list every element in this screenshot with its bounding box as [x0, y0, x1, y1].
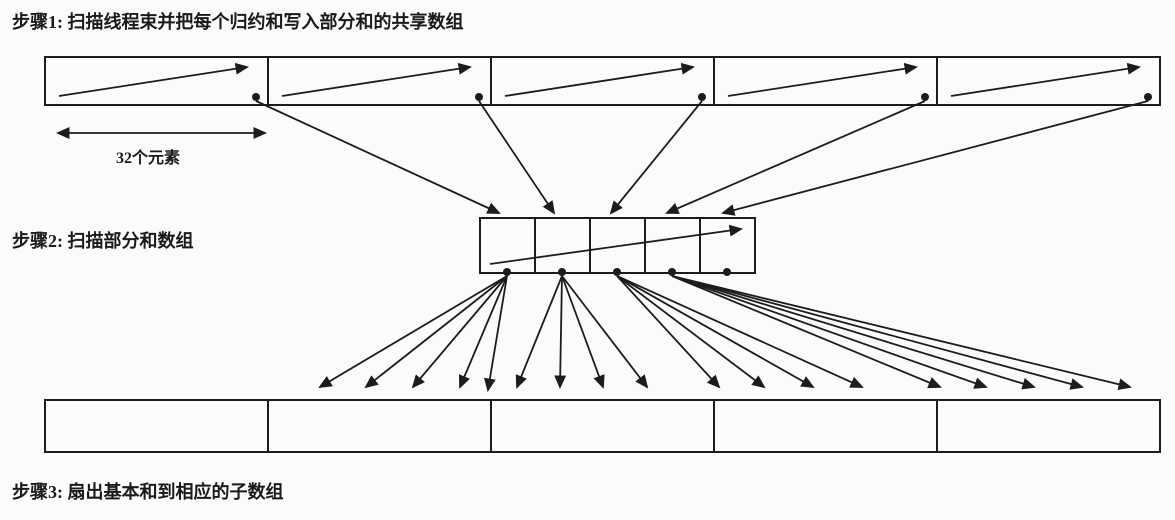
fanout-arrows	[318, 275, 1132, 392]
reduction-sum-dot	[1144, 93, 1152, 101]
reduction-sum-dot	[698, 93, 706, 101]
fanout-arrow	[459, 275, 508, 389]
base-sum-dot	[723, 268, 731, 276]
reduction-sum-dot	[475, 93, 483, 101]
fanout-arrow	[616, 275, 864, 388]
fanout-arrow	[411, 275, 508, 389]
base-sum-dot	[668, 268, 676, 276]
fanout-arrow	[561, 275, 649, 389]
reduction-arrow	[721, 100, 1149, 216]
fanout-arrow	[671, 275, 942, 389]
fanout-arrow	[364, 275, 508, 389]
base-sum-dot	[503, 268, 511, 276]
elements-label: 32个元素	[116, 148, 180, 167]
reduction-arrow	[609, 100, 703, 215]
fanout-arrow	[671, 275, 1084, 390]
reduction-arrow	[478, 100, 556, 215]
fanout-arrow	[616, 275, 815, 388]
fanout-arrow	[561, 275, 605, 389]
step1-label: 步骤1: 扫描线程束并把每个归约和写入部分和的共享数组	[12, 11, 464, 32]
base-sum-dot	[613, 268, 621, 276]
top-array	[44, 56, 1161, 106]
fanout-arrow	[671, 275, 1132, 391]
step2-label: 步骤2: 扫描部分和数组	[12, 230, 194, 251]
warp-scan-arrow	[504, 62, 696, 97]
reduction-sum-dot	[921, 93, 929, 101]
bottom-array	[44, 399, 1161, 453]
step3-label: 步骤3: 扇出基本和到相应的子数组	[12, 481, 284, 502]
fanout-arrow	[616, 275, 721, 389]
top-array-outline	[44, 56, 1161, 106]
fanout-arrow	[484, 275, 508, 392]
fanout-arrow	[671, 275, 988, 389]
fanout-arrow	[671, 275, 1036, 390]
warp-scan-arrow	[281, 62, 473, 97]
partial-scan-arrow	[489, 224, 744, 265]
fanout-arrow	[515, 275, 563, 389]
reduction-arrow	[255, 100, 501, 214]
warp-scan-arrow	[950, 62, 1142, 97]
reduction-arrow	[665, 100, 926, 214]
fanout-arrow	[616, 275, 766, 389]
warp-scan-arrow	[58, 62, 250, 97]
bottom-array-outline	[44, 399, 1161, 453]
fanout-arrow	[554, 275, 567, 390]
warp-scan-arrow	[727, 62, 919, 97]
fanout-arrow	[318, 275, 508, 389]
partial-sum-array	[479, 217, 756, 276]
reduction-sum-dot	[252, 93, 260, 101]
elements-width-indicator: 32个元素	[55, 127, 268, 167]
reduction-to-partial-arrows	[255, 100, 1149, 216]
base-sum-dot	[558, 268, 566, 276]
